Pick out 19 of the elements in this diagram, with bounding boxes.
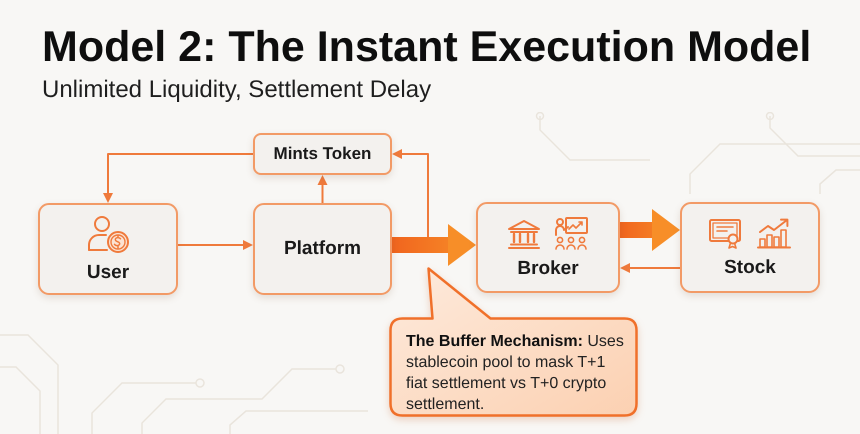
subtitle: Unlimited Liquidity, Settlement Delay — [42, 76, 432, 104]
node-label: Platform — [284, 238, 362, 260]
process-box — [253, 203, 392, 295]
node-label: Mints Token — [274, 144, 372, 164]
process-box — [680, 202, 820, 293]
thick-arrow — [392, 224, 476, 266]
node-label: User — [86, 262, 130, 284]
arrow — [318, 175, 328, 203]
process-box — [38, 203, 178, 295]
process-box — [476, 202, 620, 293]
callout-text: The Buffer Mechanism: Uses stablecoin pool to mask T+1 fiat settlement vs T+0 crypto settlement. — [406, 332, 625, 415]
arrow — [178, 240, 253, 250]
thick-arrow — [620, 209, 680, 251]
arrow — [103, 153, 253, 203]
step-box — [253, 133, 392, 175]
node-label: Stock — [724, 256, 776, 278]
node-label: Broker — [517, 258, 579, 280]
title: Model 2: The Instant Execution Model — [42, 22, 812, 72]
arrow — [620, 263, 680, 273]
